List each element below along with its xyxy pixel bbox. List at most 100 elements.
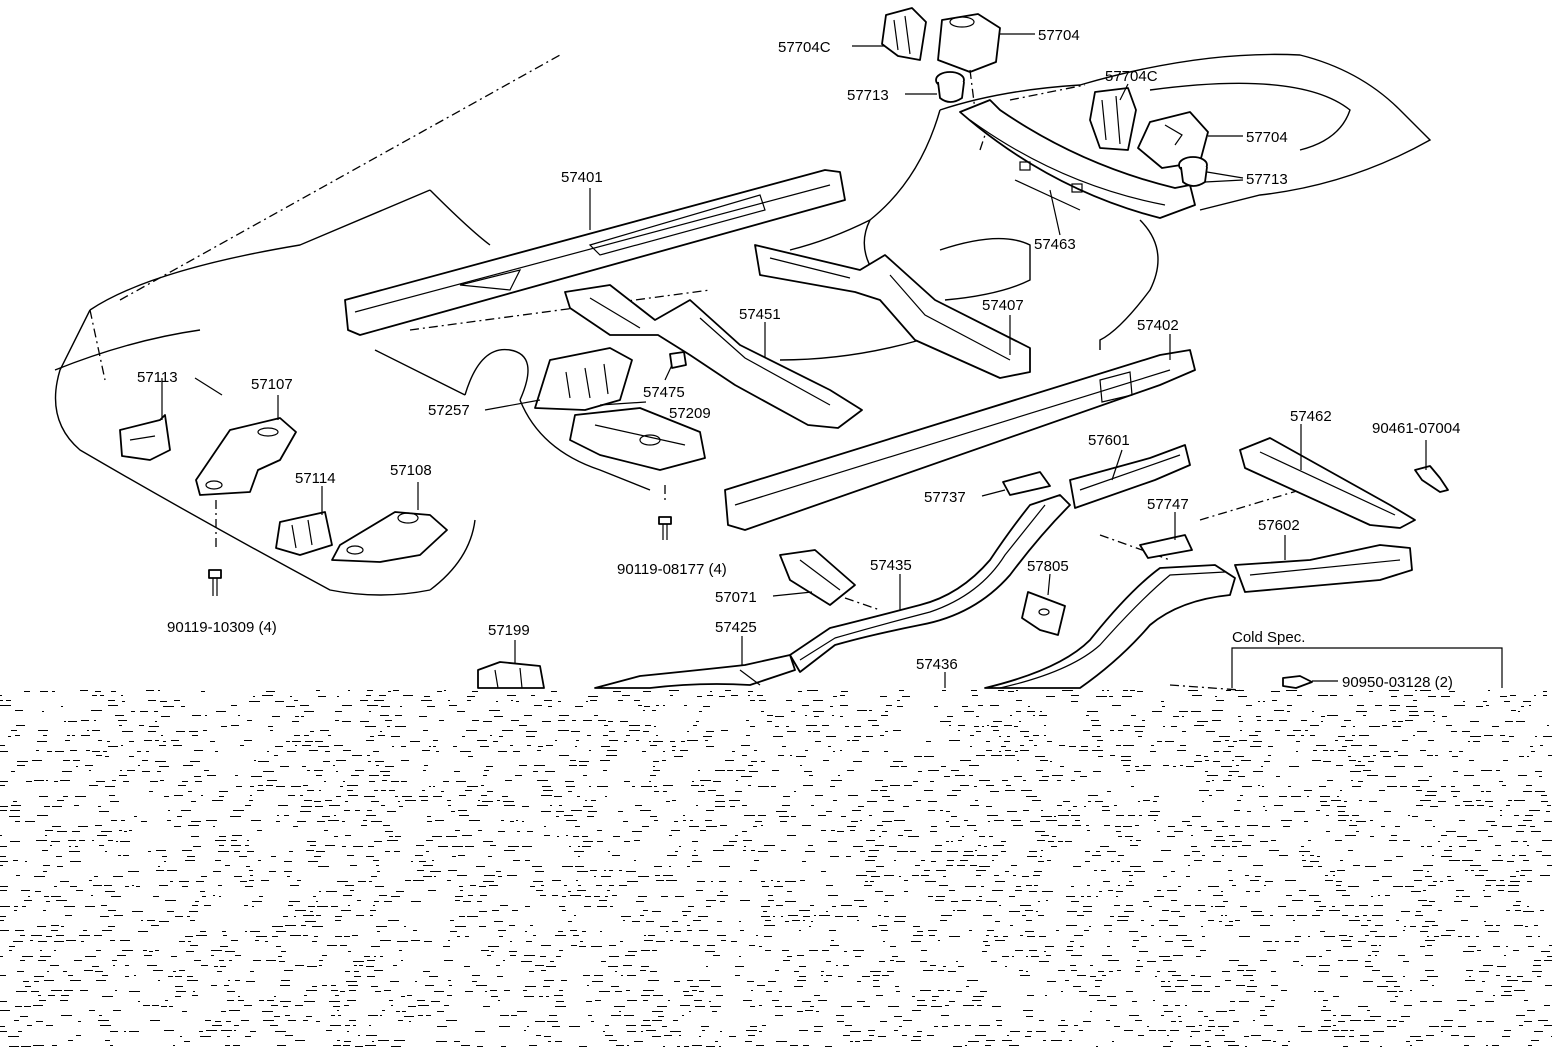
noise-dash <box>551 691 557 692</box>
noise-dash <box>494 716 503 717</box>
noise-dash <box>498 876 502 877</box>
noise-dash <box>632 921 640 922</box>
noise-dash <box>1275 730 1280 731</box>
noise-dash <box>590 870 597 871</box>
noise-dash <box>1500 696 1507 697</box>
noise-dash <box>542 721 551 722</box>
noise-dash <box>727 770 733 771</box>
noise-dash <box>813 700 823 701</box>
noise-dash <box>161 1006 167 1007</box>
noise-dash <box>1117 970 1121 971</box>
noise-dash <box>802 1001 811 1002</box>
noise-dash <box>853 761 862 762</box>
noise-dash <box>1544 960 1552 961</box>
noise-dash <box>238 1000 244 1001</box>
noise-dash <box>489 885 498 886</box>
noise-dash <box>564 815 573 816</box>
noise-dash <box>281 951 286 952</box>
noise-dash <box>969 930 972 931</box>
noise-dash <box>821 975 823 976</box>
noise-dash <box>390 981 399 982</box>
noise-dash <box>483 1006 490 1007</box>
noise-dash <box>185 936 193 937</box>
noise-dash <box>1352 786 1361 787</box>
noise-dash <box>1323 761 1331 762</box>
noise-dash <box>483 775 487 776</box>
noise-dash <box>762 1025 766 1026</box>
noise-dash <box>8 1036 19 1037</box>
noise-dash <box>187 980 198 981</box>
noise-dash <box>809 926 811 927</box>
noise-dash <box>522 846 532 847</box>
noise-dash <box>1017 760 1019 761</box>
noise-dash <box>845 726 849 727</box>
noise-dash <box>144 740 152 741</box>
noise-dash <box>782 805 790 806</box>
noise-dash <box>422 790 425 791</box>
noise-dash <box>601 746 610 747</box>
noise-dash <box>756 1045 764 1046</box>
noise-dash <box>14 910 17 911</box>
noise-dash <box>863 1040 872 1041</box>
noise-dash <box>624 781 630 782</box>
noise-dash <box>809 950 818 951</box>
noise-dash <box>910 851 916 852</box>
noise-dash <box>391 1046 401 1047</box>
noise-dash <box>940 721 951 722</box>
noise-dash <box>1179 916 1185 917</box>
noise-dash <box>397 941 408 942</box>
noise-dash <box>105 1040 110 1041</box>
noise-dash <box>948 971 956 972</box>
noise-dash <box>672 800 676 801</box>
noise-dash <box>946 865 953 866</box>
label-57704c-right: 57704C <box>1105 68 1158 85</box>
noise-dash <box>288 795 295 796</box>
noise-dash <box>597 841 603 842</box>
noise-dash <box>882 975 889 976</box>
noise-dash <box>1483 890 1485 891</box>
noise-dash <box>1102 806 1109 807</box>
noise-dash <box>1263 941 1272 942</box>
noise-dash <box>1430 806 1438 807</box>
noise-dash <box>662 1026 667 1027</box>
noise-dash <box>155 721 157 722</box>
noise-dash <box>1389 936 1397 937</box>
noise-dash <box>715 1041 718 1042</box>
noise-dash <box>813 731 820 732</box>
noise-dash <box>1175 986 1184 987</box>
noise-dash <box>1102 810 1110 811</box>
noise-dash <box>338 1015 341 1016</box>
noise-dash <box>93 885 102 886</box>
noise-dash <box>1173 716 1179 717</box>
noise-dash <box>592 981 603 982</box>
noise-dash <box>207 775 216 776</box>
noise-dash <box>1201 826 1207 827</box>
noise-dash <box>729 841 737 842</box>
noise-dash <box>151 925 159 926</box>
noise-dash <box>1495 845 1501 846</box>
noise-dash <box>1429 1026 1439 1027</box>
noise-dash <box>994 820 1004 821</box>
noise-dash <box>1301 846 1304 847</box>
noise-dash <box>21 1046 31 1047</box>
noise-dash <box>1002 1040 1012 1041</box>
noise-dash <box>1102 955 1112 956</box>
noise-dash <box>663 785 673 786</box>
noise-dash <box>38 960 46 961</box>
noise-dash <box>266 691 275 692</box>
noise-dash <box>654 786 657 787</box>
noise-dash <box>347 785 358 786</box>
noise-dash <box>672 746 676 747</box>
noise-dash <box>761 916 770 917</box>
noise-dash <box>870 881 874 882</box>
noise-dash <box>512 910 518 911</box>
noise-dash <box>219 960 224 961</box>
noise-dash <box>636 901 644 902</box>
noise-dash <box>1296 741 1300 742</box>
noise-dash <box>325 800 332 801</box>
noise-dash <box>1401 911 1410 912</box>
noise-dash <box>1358 941 1366 942</box>
noise-dash <box>485 991 487 992</box>
noise-dash <box>746 1030 757 1031</box>
noise-dash <box>345 801 348 802</box>
